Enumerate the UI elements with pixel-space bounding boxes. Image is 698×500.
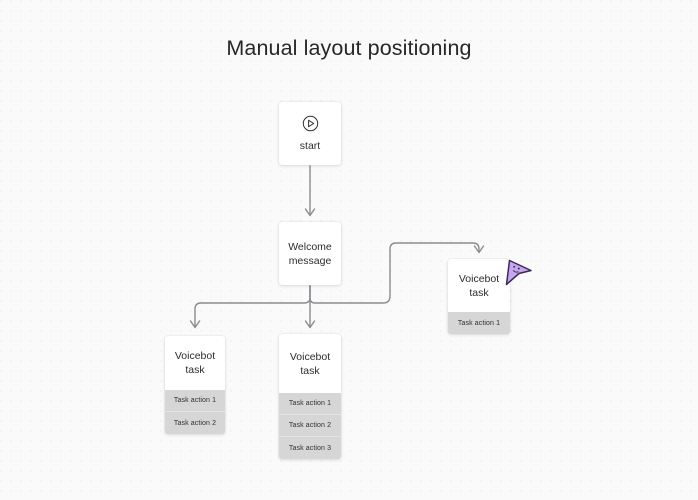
edge-welcome-to-voicebot-left <box>194 285 311 328</box>
node-voicebot-task-left-label-line-1: Voicebot <box>174 350 216 362</box>
node-start[interactable]: start <box>279 102 341 165</box>
node-voicebot-task-left[interactable]: Voicebot task Task action 1 Task action … <box>165 336 225 434</box>
page-title: Manual layout positioning <box>226 36 472 60</box>
node-voicebot-task-right-title: Voicebot task <box>448 259 510 312</box>
play-circle-icon <box>302 115 319 132</box>
node-voicebot-task-right-label-line-1: Voicebot <box>458 272 500 285</box>
node-voicebot-task-right-label-line-2: task <box>469 286 489 299</box>
task-action-row[interactable]: Task action 2 <box>279 415 341 437</box>
node-voicebot-task-left-actions: Task action 1 Task action 2 <box>165 390 225 434</box>
node-welcome-message-label-line-1: Welcome <box>288 240 332 253</box>
edge-arrowhead-welcome <box>304 208 316 217</box>
node-welcome-message-label-line-2: message <box>288 254 332 267</box>
task-action-row[interactable]: Task action 1 <box>165 390 225 412</box>
task-action-row[interactable]: Task action 2 <box>173 419 217 427</box>
node-welcome-message[interactable]: Welcome message <box>279 222 341 285</box>
edge-arrowhead-voicebot-right <box>473 245 485 254</box>
node-voicebot-task-left-label-line-2: task <box>185 364 205 376</box>
node-voicebot-task-middle[interactable]: Voicebot task Task action 1 Task action … <box>279 334 341 459</box>
node-voicebot-task-middle-actions: Task action 1 Task action 2 Task action … <box>279 393 341 459</box>
node-voicebot-task-right[interactable]: Voicebot task Task action 1 <box>448 259 510 334</box>
node-welcome-message-body: Welcome message <box>279 222 341 285</box>
task-action-row[interactable]: Task action 1 <box>457 319 501 327</box>
edge-arrowhead-voicebot-mid <box>304 320 316 329</box>
node-voicebot-task-left-title: Voicebot task <box>165 336 225 390</box>
node-start-body: start <box>279 102 341 165</box>
node-start-label: start <box>299 139 321 152</box>
node-voicebot-task-middle-label-line-1: Voicebot <box>289 350 331 363</box>
node-voicebot-task-middle-label-line-2: task <box>300 364 320 377</box>
edge-arrowhead-voicebot-left <box>189 320 201 329</box>
task-action-row[interactable]: Task action 3 <box>288 444 332 452</box>
task-action-row[interactable]: Task action 1 <box>279 393 341 415</box>
node-voicebot-task-right-actions: Task action 1 <box>448 312 510 334</box>
node-voicebot-task-middle-title: Voicebot task <box>279 334 341 393</box>
